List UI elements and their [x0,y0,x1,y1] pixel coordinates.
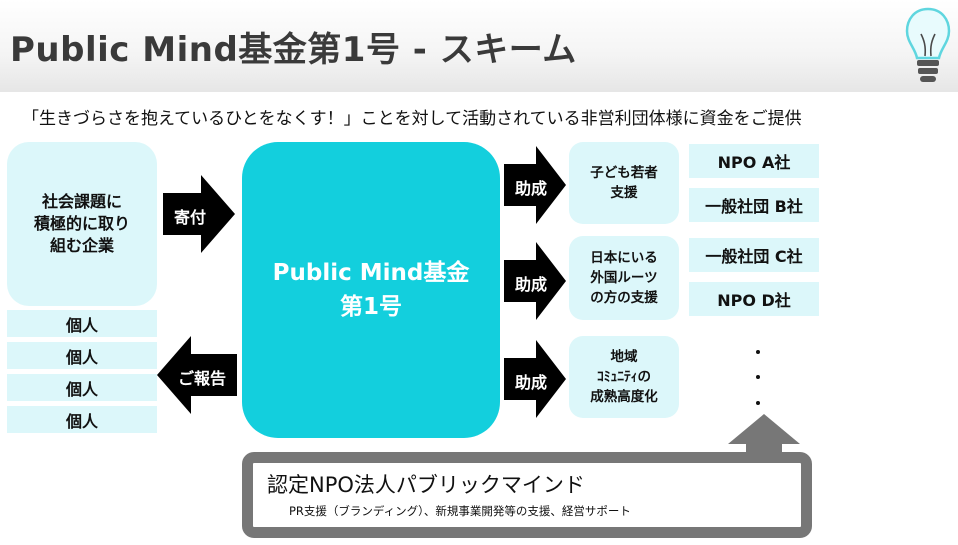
organization-box: 一般社団 C社 [689,238,819,272]
category-line: ｺﾐｭﾆﾃｨの [597,369,651,385]
category-line: 成熟高度化 [590,389,658,405]
company-box: 社会課題に 積極的に取り 組む企業 [7,142,157,306]
fund-name-line: Public Mind基金 [272,260,470,286]
report-label: ご報告 [177,369,226,388]
category-line: 地域 [610,349,638,365]
ellipsis-dot [756,401,760,405]
category-line: 子ども若者 [590,165,658,181]
support-organization-name: 認定NPO法人パブリックマインド [267,473,585,497]
individual-box: 個人 [7,310,157,337]
scheme-subtitle: 「生きづらさを抱えているひとをなくす！」ことを対して活動されている非営利団体様に… [22,109,802,129]
individual-box: 個人 [7,374,157,401]
category-line: 支援 [610,185,638,201]
company-line: 組む企業 [49,236,114,255]
category-line: 日本にいる [590,250,658,266]
page-title: Public Mind基金第1号 - スキーム [10,30,577,70]
grant-arrow [504,242,566,320]
category-youth-support: 子ども若者 支援 [569,142,679,224]
organization-box: NPO D社 [689,282,819,316]
category-community: 地域 ｺﾐｭﾆﾃｨの 成熟高度化 [569,336,679,418]
grant-label: 助成 [514,275,547,294]
donation-label: 寄付 [173,208,206,227]
grant-arrow [504,146,566,224]
fund-name-line: 第1号 [339,294,402,320]
category-foreign-roots-support: 日本にいる 外国ルーツ の方の支援 [569,236,679,320]
company-line: 積極的に取り [33,214,130,233]
report-arrow [157,336,237,414]
category-line: の方の支援 [590,290,658,306]
lightbulb-icon [905,7,951,82]
grant-label: 助成 [514,179,547,198]
grant-label: 助成 [514,373,547,392]
individual-box: 個人 [7,342,157,369]
ellipsis-dot [756,350,760,354]
category-line: 外国ルーツ [590,270,658,286]
fund-box: Public Mind基金 第1号 [242,142,500,438]
support-box: 認定NPO法人パブリックマインド PR支援（ブランディング）、新規事業開発等の支… [242,452,812,538]
donation-arrow [163,175,235,253]
organization-box: NPO A社 [689,144,819,178]
company-line: 社会課題に [41,192,122,211]
support-up-arrow [728,414,800,462]
organization-box: 一般社団 B社 [689,188,819,222]
grant-arrow [504,340,566,418]
support-description: PR支援（ブランディング）、新規事業開発等の支援、経営サポート [289,504,631,518]
title-bar: Public Mind基金第1号 - スキーム [0,0,958,92]
individual-box: 個人 [7,406,157,433]
ellipsis-dot [756,375,760,379]
